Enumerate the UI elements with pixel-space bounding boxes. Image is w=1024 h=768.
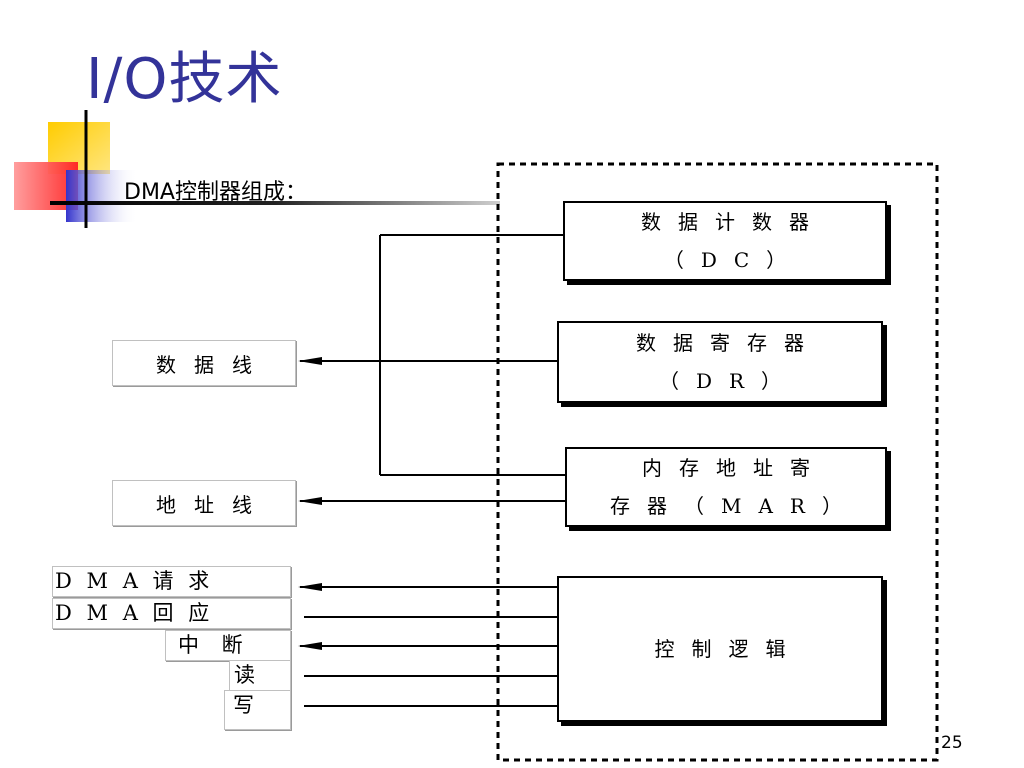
dma-controller-boundary [496,162,939,762]
write-label: 写 [233,693,254,717]
data-register-label: 数据寄存器 [636,331,821,355]
data-line-arrow [298,357,322,365]
heading-underline [50,201,500,205]
dma-request-label: D M A 请 求 [55,569,214,593]
interrupt-label: 中 断 [178,633,251,657]
data-line-box: 数据线 [112,340,296,386]
address-line-label: 地址线 [156,492,270,517]
mar-abbr: 存器（MAR） [610,494,859,518]
write-box: 写 [224,690,291,730]
data-counter-box: 数据计数器 （DC） [563,201,887,281]
dma-request-arrow [298,583,322,591]
data-register-abbr: （DR） [658,369,799,393]
control-logic-box: 控制逻辑 [557,576,883,722]
memory-address-register-box: 内存地址寄 存器（MAR） [565,447,887,527]
data-register-box: 数据寄存器 （DR） [557,321,883,403]
interrupt-box: 中 断 [165,630,291,661]
data-line-label: 数据线 [156,352,270,377]
dma-ack-label: D M A 回 应 [55,601,214,625]
read-label: 读 [234,663,255,687]
data-counter-label: 数据计数器 [641,210,826,234]
control-logic-label: 控制逻辑 [654,637,803,661]
address-line-box: 地址线 [112,480,296,526]
dma-request-box: D M A 请 求 [52,566,291,597]
data-counter-abbr: （DC） [663,248,804,272]
mar-label: 内存地址寄 [642,456,827,480]
page-number: 25 [941,733,963,753]
section-heading: DMA控制器组成： [124,180,307,205]
bullet-decoration-icon [14,110,138,228]
dma-ack-box: D M A 回 应 [52,598,291,629]
read-box: 读 [229,660,291,692]
slide-title: I/O技术 [86,47,283,112]
interrupt-arrow [298,642,322,650]
address-line-arrow [298,497,322,505]
